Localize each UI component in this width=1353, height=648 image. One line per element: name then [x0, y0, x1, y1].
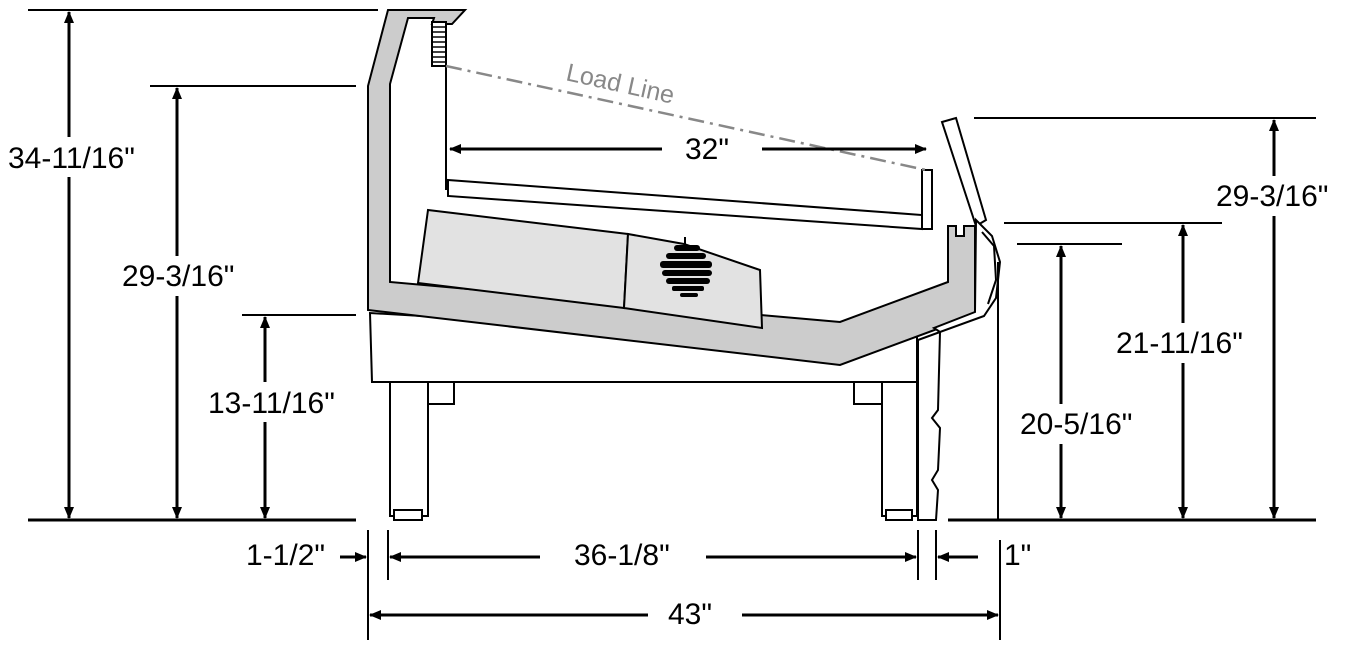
left-leg-bracket	[427, 381, 455, 405]
left-offset-label: 1-1/2"	[246, 539, 325, 572]
shelf-front-lip	[921, 169, 933, 230]
right-leg-foot	[885, 509, 913, 521]
shelf-depth-label: 32"	[685, 133, 729, 166]
front-glass	[940, 116, 988, 228]
fan-icon	[660, 237, 712, 297]
height-left-label: 29-3/16"	[122, 260, 234, 293]
right-offset-label: 1"	[1004, 539, 1031, 572]
left-leg-foot	[393, 509, 423, 521]
left-leg	[389, 381, 429, 517]
overall-depth-label: 43"	[668, 598, 712, 631]
right-leg	[881, 381, 918, 517]
right-leg-bracket	[853, 381, 883, 405]
load-line-label: Load Line	[564, 59, 677, 110]
bumper-inner	[981, 231, 998, 305]
display-case: Load Line	[367, 9, 1002, 521]
front-kick-panel	[917, 330, 942, 521]
front-height-1-label: 21-11/16"	[1116, 327, 1243, 360]
leg-span-label: 36-1/8"	[574, 539, 670, 572]
evaporator-coil	[431, 21, 447, 67]
overall-height-label: 34-11/16"	[8, 142, 135, 175]
height-right-label: 29-3/16"	[1216, 180, 1328, 213]
base-height-label: 13-11/16"	[208, 387, 335, 420]
front-height-2-label: 20-5/16"	[1020, 408, 1132, 441]
load-line	[445, 64, 927, 172]
front-bumper	[931, 217, 1002, 334]
coil-fins	[433, 26, 445, 63]
dimensions: 34-11/16" 29-3/16" 13-11/16" 32" 29-3/16…	[4, 9, 1342, 640]
